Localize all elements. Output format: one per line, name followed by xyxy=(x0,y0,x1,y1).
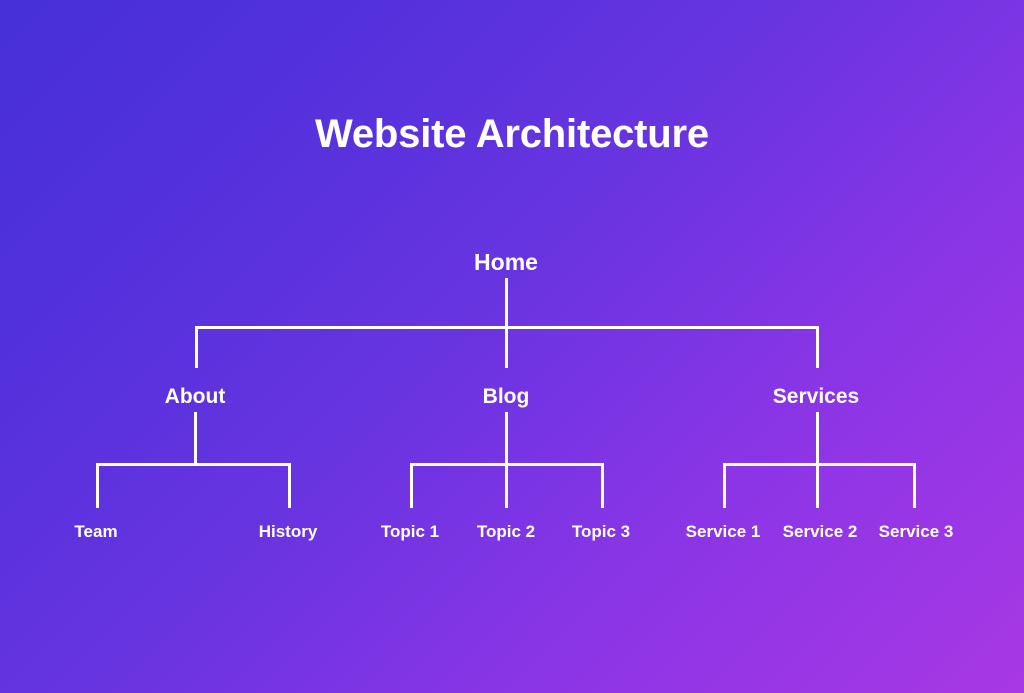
connector-drop-service-3 xyxy=(913,463,916,508)
node-about[interactable]: About xyxy=(164,385,226,408)
connector-services-bus xyxy=(723,463,916,466)
node-home[interactable]: Home xyxy=(474,249,538,275)
connector-drop-services xyxy=(816,326,819,368)
connector-drop-blog xyxy=(505,326,508,368)
connector-services-stem xyxy=(816,412,819,508)
node-topic-1[interactable]: Topic 1 xyxy=(380,522,440,541)
connector-about-bus xyxy=(96,463,291,466)
connector-drop-about xyxy=(195,326,198,368)
node-blog[interactable]: Blog xyxy=(482,385,530,408)
connector-drop-team xyxy=(96,463,99,508)
connector-home-stem xyxy=(505,278,508,328)
node-service-3[interactable]: Service 3 xyxy=(878,522,954,541)
node-team[interactable]: Team xyxy=(74,522,118,541)
node-history[interactable]: History xyxy=(258,522,318,541)
node-topic-2[interactable]: Topic 2 xyxy=(476,522,536,541)
connector-about-stem xyxy=(194,412,197,465)
node-service-2[interactable]: Service 2 xyxy=(782,522,858,541)
node-service-1[interactable]: Service 1 xyxy=(685,522,761,541)
node-topic-3[interactable]: Topic 3 xyxy=(571,522,631,541)
node-services[interactable]: Services xyxy=(772,385,860,408)
connector-blog-stem xyxy=(505,412,508,508)
connector-drop-service-1 xyxy=(723,463,726,508)
connector-drop-topic-3 xyxy=(601,463,604,508)
page-title: Website Architecture xyxy=(315,112,709,156)
connector-drop-topic-1 xyxy=(410,463,413,508)
connector-blog-bus xyxy=(410,463,604,466)
connector-drop-history xyxy=(288,463,291,508)
